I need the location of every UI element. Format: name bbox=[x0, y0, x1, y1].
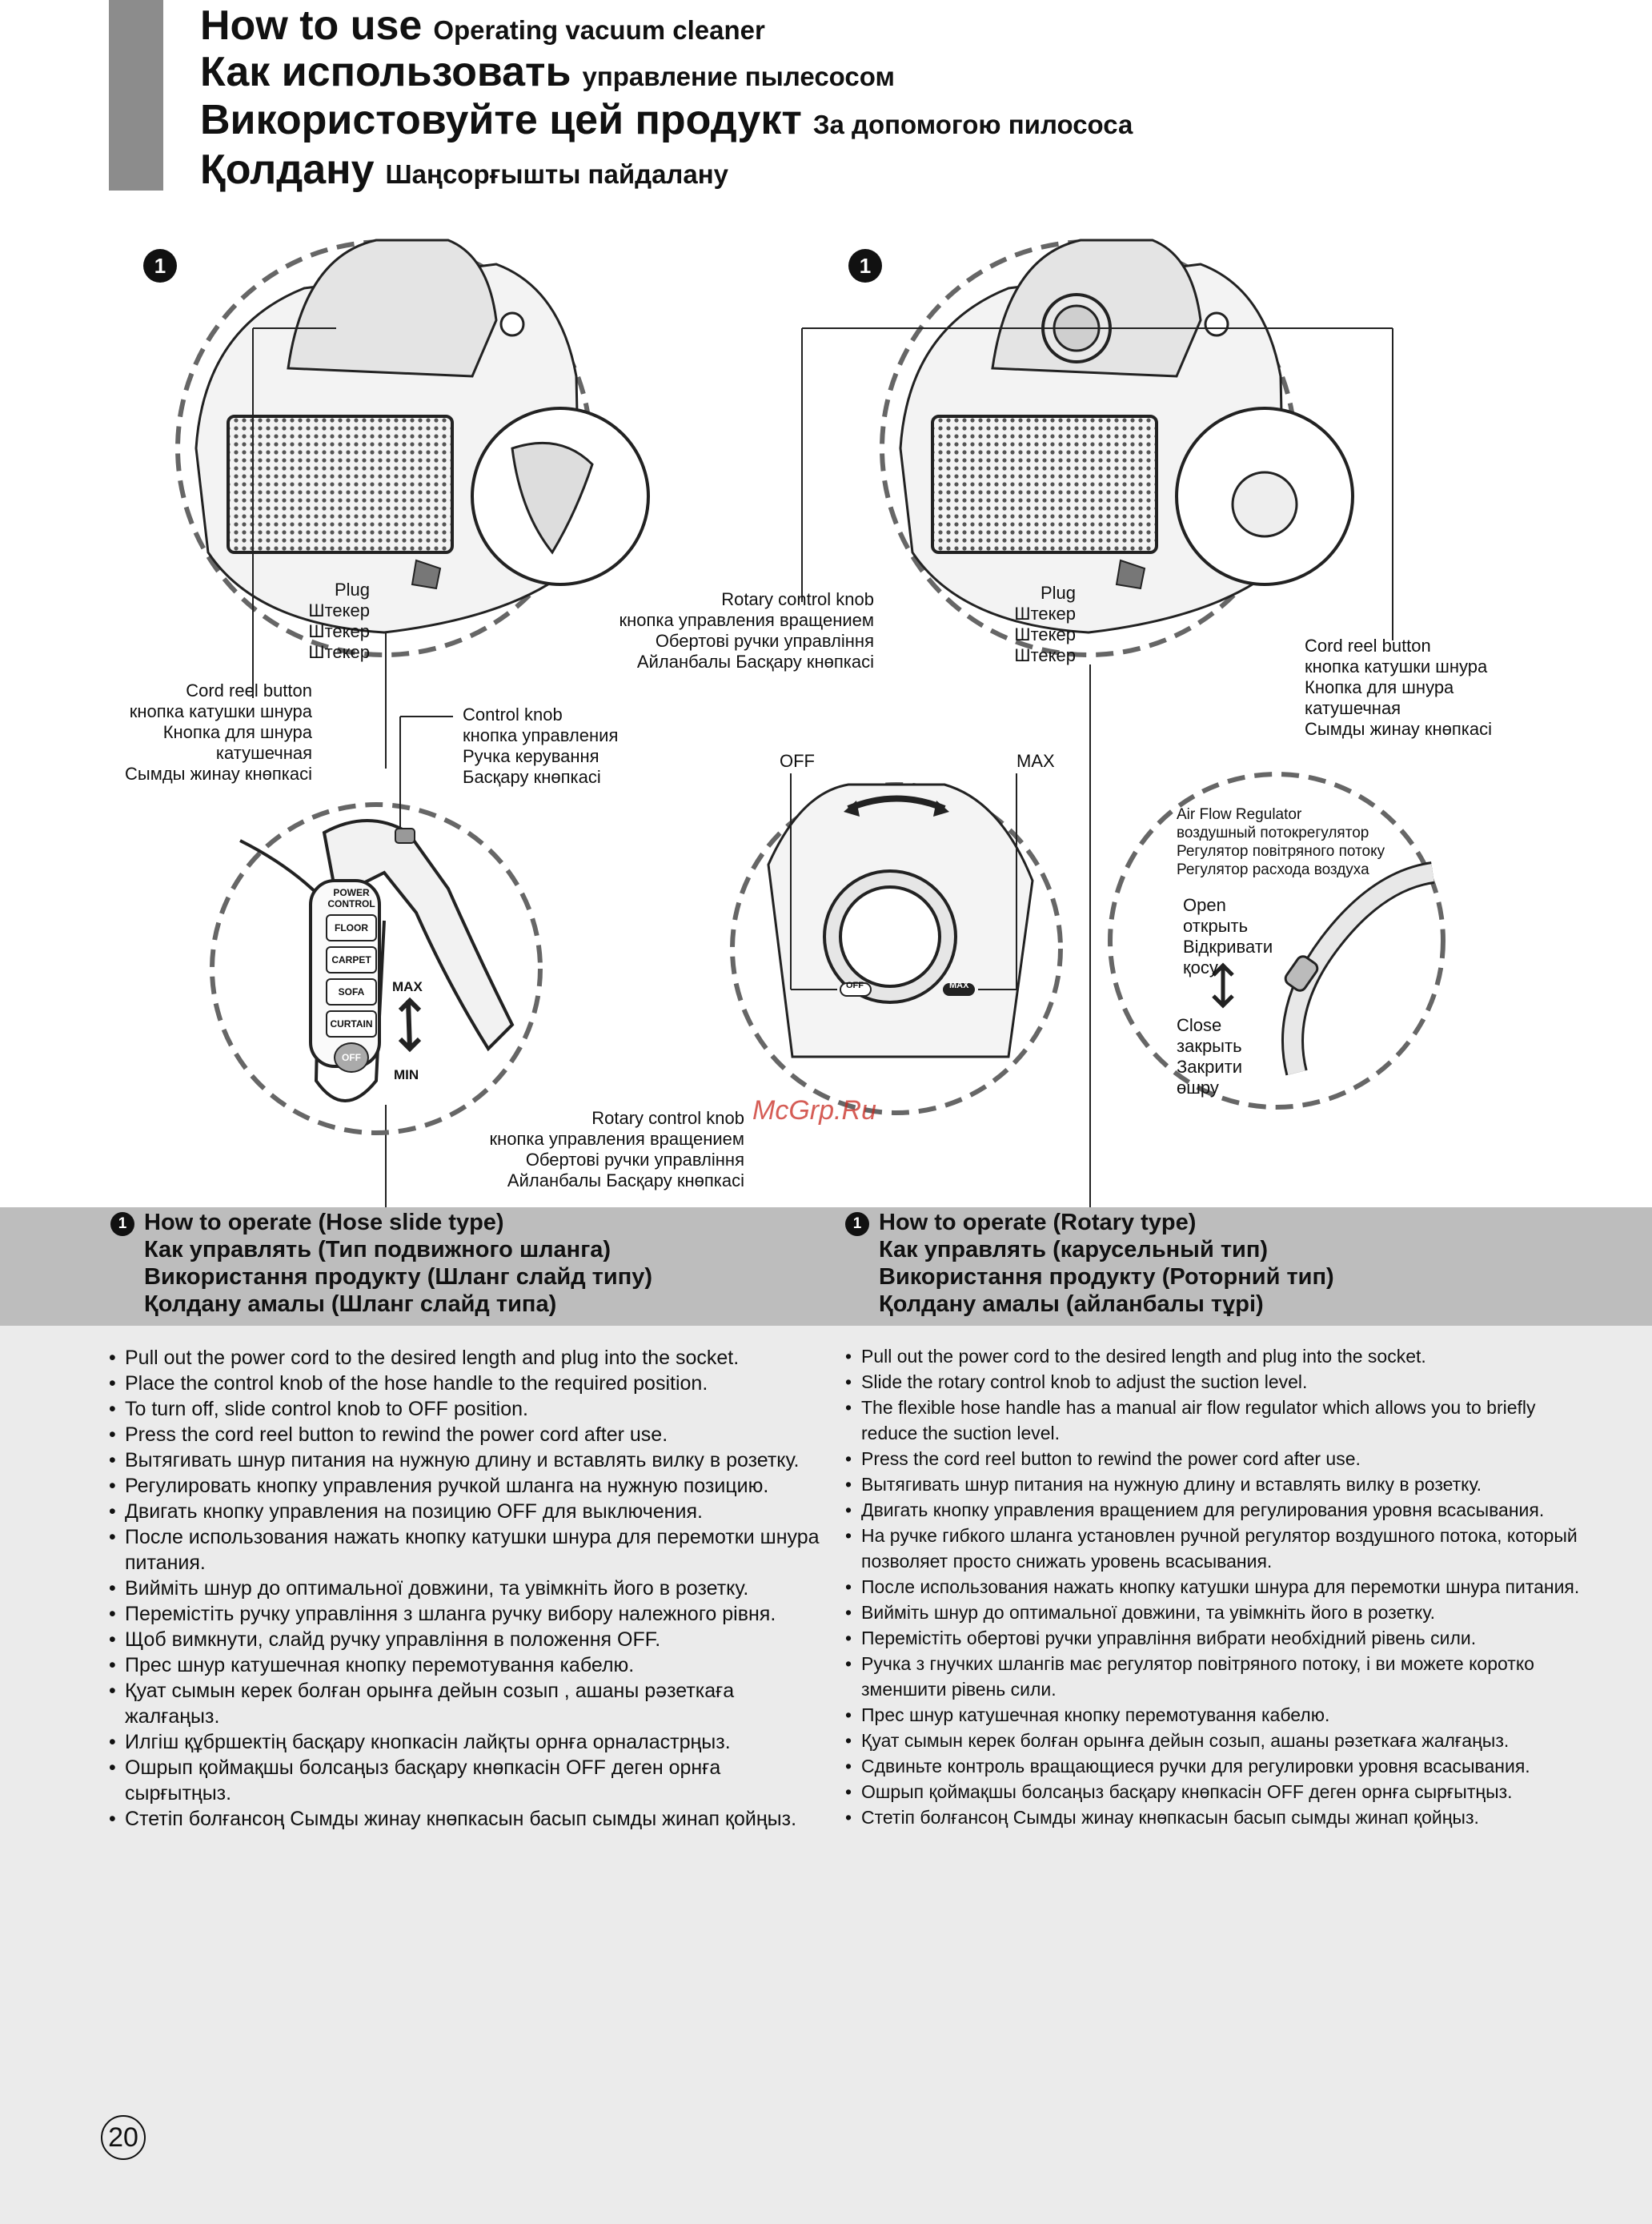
vacuum-rotary-type-illustration bbox=[880, 239, 1354, 657]
list-item: Press the cord reel button to rewind the… bbox=[107, 1422, 828, 1447]
control-knob-label: Control knob кнопка управления Ручка кер… bbox=[463, 705, 619, 787]
instructions-ru: Вытягивать шнур питания на нужную длину … bbox=[844, 1471, 1588, 1600]
rotary-type-instructions: Pull out the power cord to the desired l… bbox=[844, 1343, 1588, 1830]
step-badge-right: 1 bbox=[848, 249, 882, 283]
air-flow-regulator-illustration bbox=[1108, 772, 1446, 1110]
list-item: Slide the rotary control knob to adjust … bbox=[844, 1369, 1588, 1395]
list-item: The flexible hose handle has a manual ai… bbox=[844, 1395, 1588, 1446]
list-item: Двигать кнопку управления вращением для … bbox=[844, 1497, 1588, 1523]
list-item: Двигать кнопку управления на позицию OFF… bbox=[107, 1499, 828, 1524]
list-item: После использования нажать кнопку катушк… bbox=[844, 1574, 1588, 1600]
instructions-en: Pull out the power cord to the desired l… bbox=[107, 1345, 828, 1447]
list-item: На ручке гибкого шланга установлен ручно… bbox=[844, 1523, 1588, 1574]
instructions-kk: Қуат сымын керек болған орынға дейын соз… bbox=[107, 1678, 828, 1832]
list-item: To turn off, slide control knob to OFF p… bbox=[107, 1396, 828, 1422]
floor-button: FLOOR bbox=[326, 914, 377, 941]
list-item: Pull out the power cord to the desired l… bbox=[107, 1345, 828, 1371]
rotary-knob-label-bottom: Rotary control knob кнопка управления вр… bbox=[489, 1108, 744, 1190]
cord-reel-label-right: Cord reel button кнопка катушки шнура Кн… bbox=[1305, 636, 1492, 739]
illustrations bbox=[175, 239, 1446, 1207]
list-item: Ошрып қоймақшы болсаңыз басқару кнөпкасі… bbox=[107, 1755, 828, 1806]
list-item: Стетіп болғансоң Сымды жинау кнөпкасын б… bbox=[107, 1806, 828, 1832]
plug-label-right: Plug Штекер Штекер Штекер bbox=[1014, 583, 1076, 665]
open-label: Open открыть Відкривати қосу bbox=[1183, 895, 1273, 978]
air-flow-regulator-label: Air Flow Regulator воздушный потокрегуля… bbox=[1177, 806, 1385, 878]
power-control-title: POWER CONTROL bbox=[327, 887, 375, 909]
slide-min-label: MIN bbox=[394, 1067, 419, 1082]
list-item: Перемістіть ручку управління з шланга ру… bbox=[107, 1601, 828, 1627]
instructions-en: Pull out the power cord to the desired l… bbox=[844, 1343, 1588, 1471]
instructions-uk: Вийміть шнур до оптимальної довжини, та … bbox=[107, 1576, 828, 1678]
list-item: После использования нажать кнопку катушк… bbox=[107, 1524, 828, 1576]
header-bar bbox=[109, 0, 163, 191]
list-item: Перемістіть обертові ручки управління ви… bbox=[844, 1625, 1588, 1651]
list-item: Вийміть шнур до оптимальної довжини, та … bbox=[107, 1576, 828, 1601]
list-item: Регулировать кнопку управления ручкой шл… bbox=[107, 1473, 828, 1499]
instructions-uk: Вийміть шнур до оптимальної довжини, та … bbox=[844, 1600, 1588, 1728]
list-item: Қуат сымын керек болған орынға дейын соз… bbox=[107, 1678, 828, 1729]
list-item: Прес шнур катушечная кнопку перемотуванн… bbox=[107, 1652, 828, 1678]
list-item: Вытягивать шнур питания на нужную длину … bbox=[844, 1471, 1588, 1497]
dial-off-label: OFF bbox=[846, 981, 864, 990]
list-item: Илгіш құбршектің басқару кнопкасін лайқт… bbox=[107, 1729, 828, 1755]
step-badge-left: 1 bbox=[143, 249, 177, 283]
off-slider-knob: OFF bbox=[334, 1042, 369, 1073]
rotary-dial-illustration bbox=[730, 782, 1063, 1115]
plug-label-left: Plug Штекер Штекер Штекер bbox=[308, 580, 370, 662]
carpet-button: CARPET bbox=[326, 946, 377, 974]
list-item: Щоб вимкнути, слайд ручку управління в п… bbox=[107, 1627, 828, 1652]
operation-heading-band bbox=[0, 1207, 1652, 1326]
slide-max-label: MAX bbox=[392, 979, 423, 994]
list-item: Вийміть шнур до оптимальної довжини, та … bbox=[844, 1600, 1588, 1625]
list-item: Ошрып қоймақшы болсаңыз басқару кнөпкасі… bbox=[844, 1779, 1588, 1804]
list-item: Press the cord reel button to rewind the… bbox=[844, 1446, 1588, 1471]
list-item: Қуат сымын керек болған орынға дейын соз… bbox=[844, 1728, 1588, 1753]
rotary-knob-label-top: Rotary control knob кнопка управления вр… bbox=[619, 589, 874, 672]
list-item: Прес шнур катушечная кнопку перемотуванн… bbox=[844, 1702, 1588, 1728]
page-number: 20 bbox=[101, 2115, 146, 2160]
curtain-button: CURTAIN bbox=[326, 1010, 377, 1038]
watermark: McGrp.Ru bbox=[752, 1095, 876, 1126]
close-label: Close закрыть Закрити өшру bbox=[1177, 1015, 1243, 1098]
power-control-panel: POWER CONTROL FLOOR CARPET SOFA CURTAIN … bbox=[316, 874, 387, 1098]
list-item: Ручка з гнучких шлангів має регулятор по… bbox=[844, 1651, 1588, 1702]
sofa-button: SOFA bbox=[326, 978, 377, 1006]
vacuum-hose-type-illustration bbox=[175, 239, 650, 657]
list-item: Вытягивать шнур питания на нужную длину … bbox=[107, 1447, 828, 1473]
list-item: Сдвиньте контроль вращающиеся ручки для … bbox=[844, 1753, 1588, 1779]
cord-reel-label-left: Cord reel button кнопка катушки шнура Кн… bbox=[125, 680, 312, 784]
instructions-ru: Вытягивать шнур питания на нужную длину … bbox=[107, 1447, 828, 1576]
list-item: Place the control knob of the hose handl… bbox=[107, 1371, 828, 1396]
dial-max-label: MAX bbox=[949, 981, 969, 990]
off-label: OFF bbox=[780, 751, 815, 771]
list-item: Pull out the power cord to the desired l… bbox=[844, 1343, 1588, 1369]
hose-type-instructions: Pull out the power cord to the desired l… bbox=[107, 1345, 828, 1832]
list-item: Стетіп болғансоң Сымды жинау кнөпкасын б… bbox=[844, 1804, 1588, 1830]
instructions-kk: Қуат сымын керек болған орынға дейын соз… bbox=[844, 1728, 1588, 1830]
max-label: MAX bbox=[1016, 751, 1055, 771]
